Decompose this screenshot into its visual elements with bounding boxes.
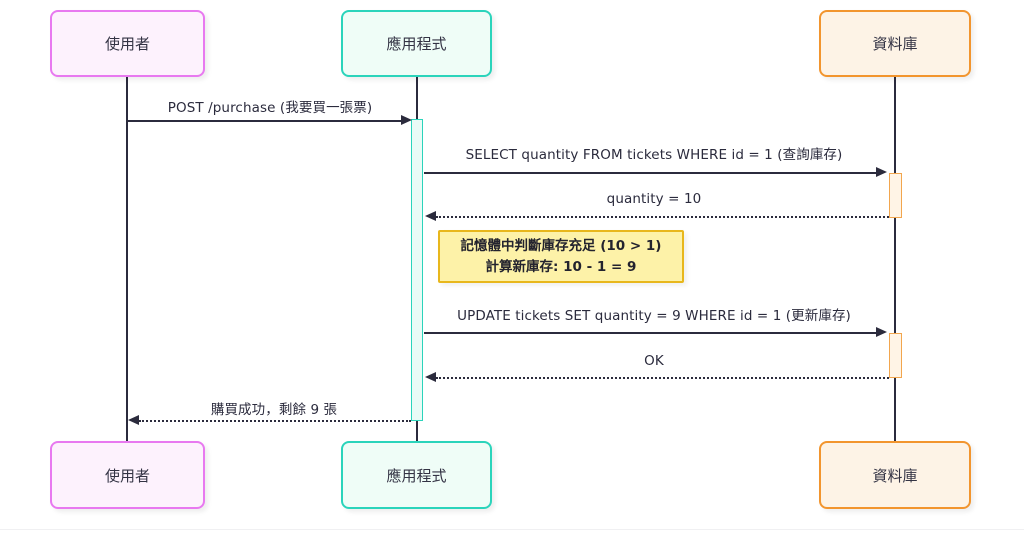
activation-bar-db-select <box>889 173 902 218</box>
message-label-m5: OK <box>644 353 664 369</box>
lifeline-user <box>126 77 128 441</box>
message-arrowhead-m5 <box>425 372 436 382</box>
message-arrowhead-m6 <box>128 415 139 425</box>
participant-box-app-bottom[interactable]: 應用程式 <box>341 441 492 509</box>
participant-box-user-bottom[interactable]: 使用者 <box>50 441 205 509</box>
message-line-m4 <box>424 332 879 334</box>
activation-bar-db-update <box>889 333 902 378</box>
footer-divider <box>0 529 1024 530</box>
participant-label-user-top: 使用者 <box>104 35 150 53</box>
note-line-1: 記憶體中判斷庫存充足 (10 > 1) <box>460 237 662 254</box>
message-line-m6 <box>139 420 411 422</box>
note-memory-check: 記憶體中判斷庫存充足 (10 > 1) 計算新庫存: 10 - 1 = 9 <box>438 230 684 283</box>
message-label-m3: quantity = 10 <box>606 191 702 207</box>
message-line-m5 <box>436 377 889 379</box>
participant-box-app-top[interactable]: 應用程式 <box>341 10 492 77</box>
participant-label-app-top: 應用程式 <box>386 35 447 53</box>
message-label-m6: 購買成功，剩餘 9 張 <box>210 402 338 418</box>
note-line-2: 計算新庫存: 10 - 1 = 9 <box>485 258 637 275</box>
activation-bar-app <box>411 119 423 421</box>
lifeline-db <box>894 77 896 441</box>
participant-label-db-bottom: 資料庫 <box>872 466 918 485</box>
message-label-m2: SELECT quantity FROM tickets WHERE id = … <box>465 147 843 163</box>
message-label-m1: POST /purchase (我要買一張票) <box>167 100 373 116</box>
message-arrowhead-m4 <box>876 327 887 337</box>
message-arrowhead-m2 <box>876 167 887 177</box>
participant-label-user-bottom: 使用者 <box>104 466 150 485</box>
participant-label-db-top: 資料庫 <box>872 35 918 53</box>
message-line-m2 <box>424 172 879 174</box>
message-line-m1 <box>128 120 405 122</box>
participant-label-app-bottom: 應用程式 <box>386 466 447 485</box>
participant-box-user-top[interactable]: 使用者 <box>50 10 205 77</box>
message-arrowhead-m1 <box>401 115 412 125</box>
message-line-m3 <box>436 216 889 218</box>
participant-box-db-bottom[interactable]: 資料庫 <box>819 441 971 509</box>
message-arrowhead-m3 <box>425 211 436 221</box>
message-label-m4: UPDATE tickets SET quantity = 9 WHERE id… <box>457 308 851 324</box>
participant-box-db-top[interactable]: 資料庫 <box>819 10 971 77</box>
